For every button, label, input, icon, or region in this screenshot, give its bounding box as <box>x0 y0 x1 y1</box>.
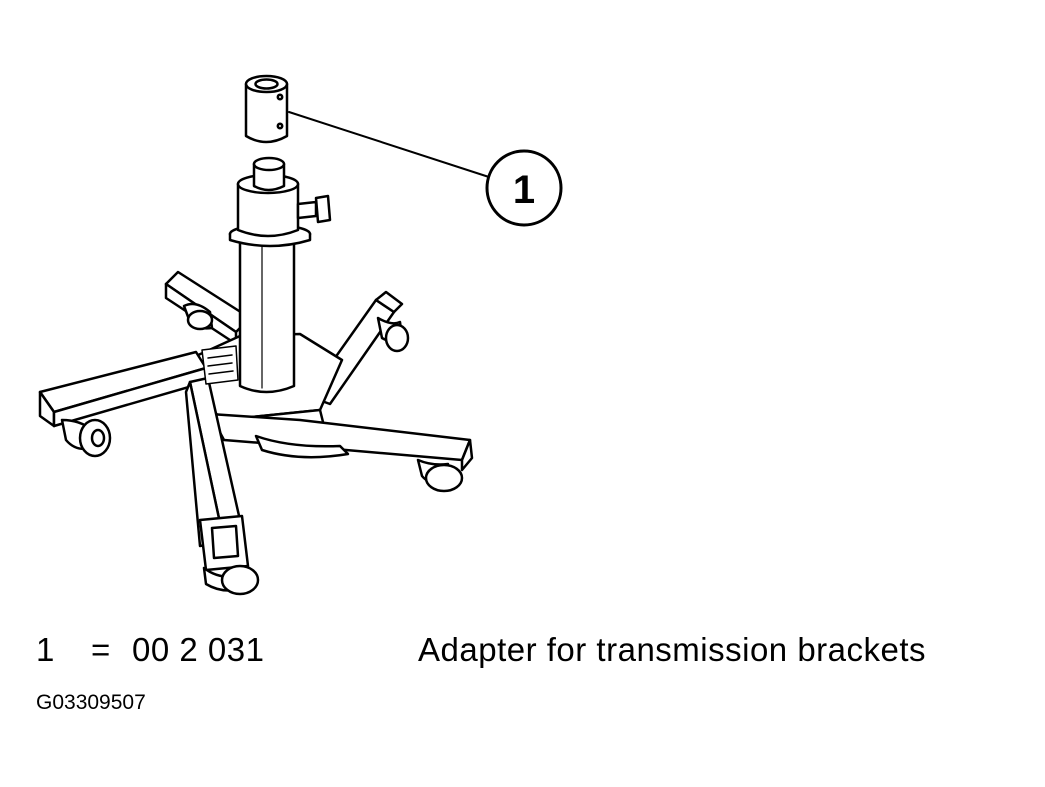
legend-row-1: 1 = 00 2 031 Adapter for transmission br… <box>36 628 1026 672</box>
adapter-sleeve <box>244 74 289 144</box>
legend-description: Adapter for transmission brackets <box>418 631 927 668</box>
callout-leader-line <box>288 111 493 179</box>
legend-part-number: 00 2 031 <box>132 631 265 668</box>
clamp-knob <box>296 194 332 224</box>
callout-1 <box>485 149 563 227</box>
leg-rear-left <box>164 270 252 346</box>
leg-front-right <box>208 412 474 493</box>
callout-1-number: 1 <box>513 168 535 212</box>
piston-ram <box>252 156 286 192</box>
leg-front <box>184 376 260 596</box>
legend-number: 1 <box>36 631 55 668</box>
legend-separator: = <box>91 631 111 668</box>
leg-front-left <box>38 350 208 458</box>
label-plate <box>201 345 239 385</box>
jack-column <box>238 232 296 394</box>
figure-id: G03309507 <box>36 691 146 714</box>
